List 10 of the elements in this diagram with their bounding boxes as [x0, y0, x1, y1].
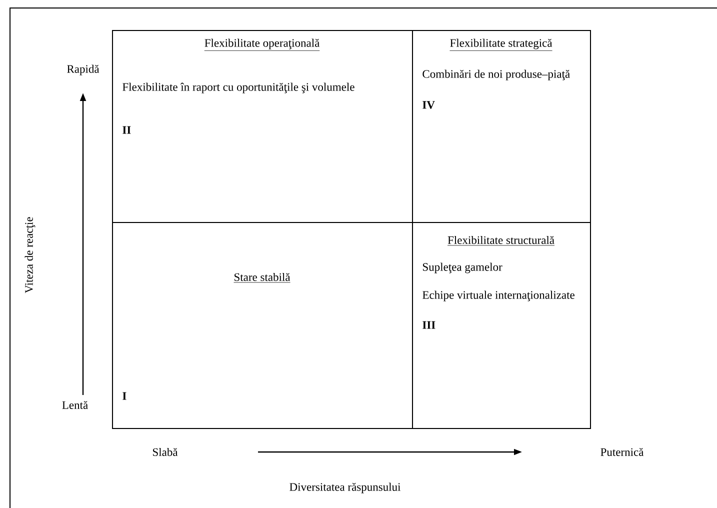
axis-title: Viteza de reacţie: [24, 217, 36, 294]
axis-end-label: Slabă: [153, 448, 178, 456]
axis-title: Diversitatea răspunsului: [290, 482, 401, 494]
axis-end-label: Puternică: [600, 448, 644, 456]
quadrant-cell: Stare stabilă I: [112, 222, 413, 429]
axis-end-label: Lentă: [62, 401, 88, 409]
quadrant-cell: Flexibilitate structurală Supleţea gamelor Echipe virtuale internaţionalizate III: [412, 222, 591, 429]
quadrant-cell: Flexibilitate strategică Combinări de noi produse–piaţă IV: [412, 30, 591, 223]
axis-end-label: Rapidă: [67, 64, 100, 76]
quadrant-cell: Flexibilitate operaţională Flexibilitate în raport cu oportunităţile şi volumele II: [112, 30, 413, 223]
